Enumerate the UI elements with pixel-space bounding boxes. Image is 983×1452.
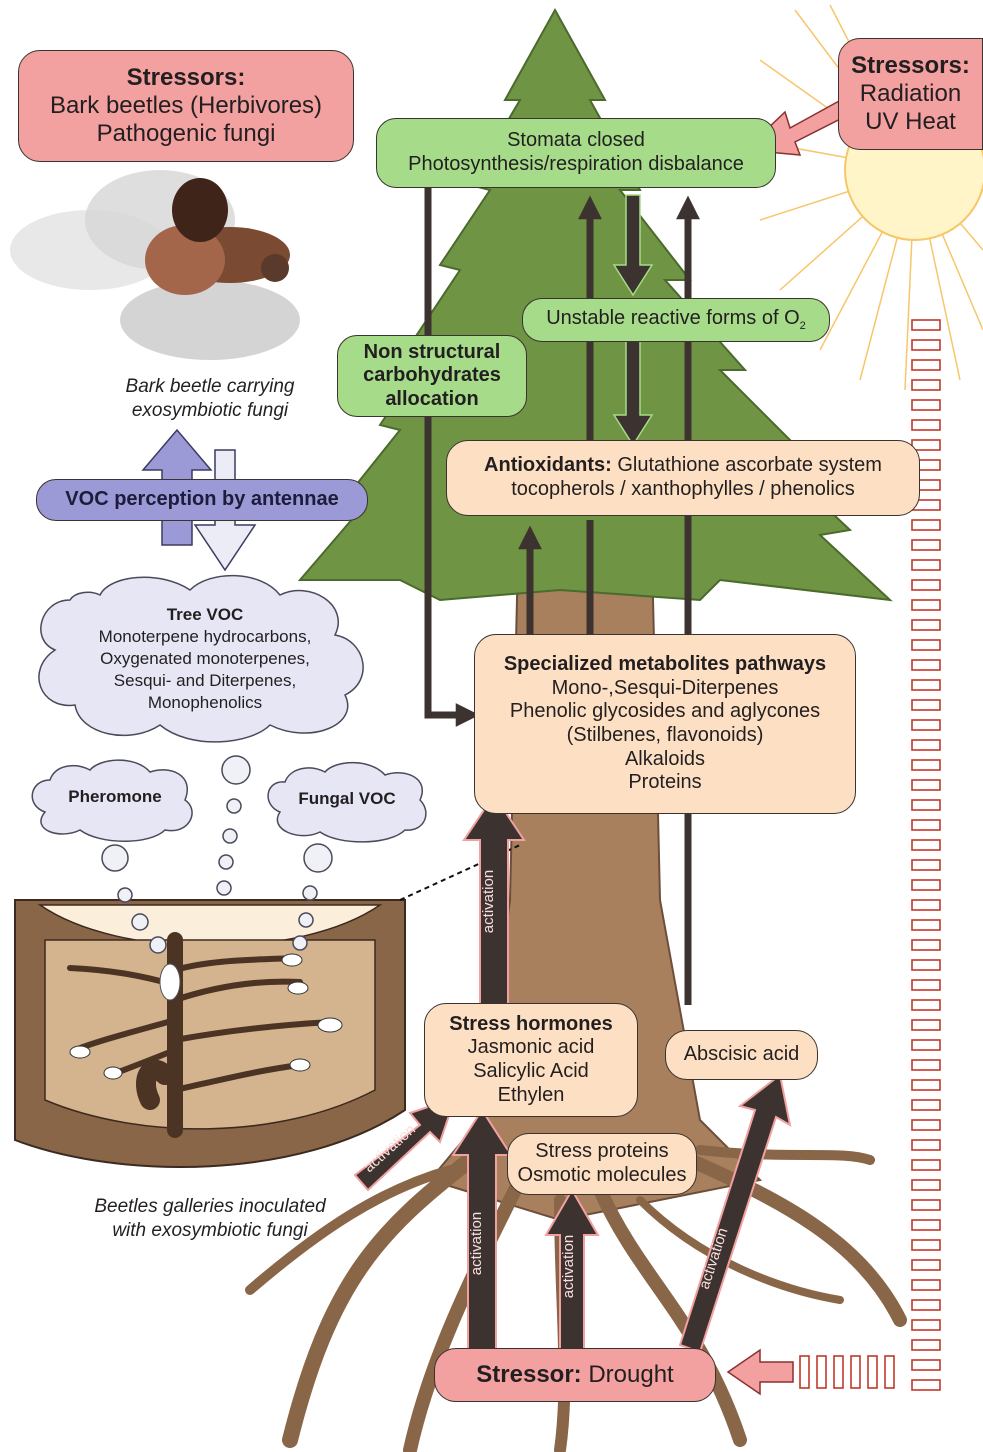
pheromone-label: Pheromone — [68, 787, 162, 806]
galleries-caption-line1: Beetles galleries inoculated — [94, 1196, 326, 1217]
stress-hormones-title: Stress hormones — [449, 1012, 613, 1035]
drought-input-arrow — [726, 1348, 794, 1396]
voc-perception-box: VOC perception by antennae — [36, 479, 368, 521]
abiotic-stressors-line2: UV Heat — [865, 108, 956, 136]
hormone-item: Jasmonic acid — [467, 1036, 595, 1059]
bubbles — [101, 755, 333, 954]
carbohydrates-box: Non structural carbohydrates allocation — [337, 335, 527, 417]
metabolite-item: Alkaloids — [624, 747, 706, 770]
antioxidants-line1: Glutathione ascorbate system — [611, 454, 882, 477]
tree-voc-item: Sesqui- and Diterpenes, — [113, 671, 297, 691]
biotic-stressors-title: Stressors: — [126, 63, 246, 91]
biotic-stressors-line1: Bark beetles (Herbivores) — [49, 91, 323, 119]
voc-perception-label: VOC perception by antennae — [65, 488, 339, 511]
bark-beetle-icon — [10, 170, 300, 360]
tree-voc-item: Monoterpene hydrocarbons, — [98, 627, 312, 647]
drought-label: Drought — [581, 1360, 674, 1388]
ros-box: Unstable reactive forms of O2 — [522, 298, 830, 342]
tree-voc-title: Tree VOC — [166, 605, 244, 624]
biotic-stressors-box: Stressors: Bark beetles (Herbivores) Pat… — [18, 50, 354, 162]
antioxidants-title: Antioxidants: — [484, 454, 612, 477]
tree-voc-item: Monophenolics — [147, 693, 263, 713]
activation-arrows — [353, 793, 792, 1354]
stress-proteins-box: Stress proteins Osmotic molecules — [507, 1133, 697, 1195]
antioxidants-line2: tocopherols / xanthophylles / phenolics — [511, 478, 855, 500]
ros-subscript: 2 — [799, 320, 806, 333]
stomata-box: Stomata closed Photosynthesis/respiratio… — [376, 118, 776, 188]
tree-voc-item: Oxygenated monoterpenes, — [100, 649, 310, 669]
abiotic-stressors-line1: Radiation — [859, 79, 962, 107]
scale-bar-icon — [799, 319, 941, 1391]
ros-arrows — [612, 194, 654, 447]
gallery-block — [14, 844, 521, 1169]
metabolite-item: (Stilbenes, flavonoids) — [566, 724, 764, 746]
drought-stressor-box: Stressor: Drought — [434, 1348, 716, 1402]
carbohydrates-line1: Non structural — [363, 340, 501, 363]
stress-proteins-line1: Stress proteins — [535, 1140, 669, 1163]
stomata-line2: Photosynthesis/respiration disbalance — [408, 153, 744, 175]
fungal-voc-label: Fungal VOC — [298, 789, 396, 808]
galleries-caption-line2: with exosymbiotic fungi — [112, 1219, 308, 1241]
metabolites-title: Specialized metabolites pathways — [503, 653, 827, 676]
tree-voc-cloud — [38, 574, 364, 743]
biotic-stressors-line2: Pathogenic fungi — [96, 120, 276, 148]
beetle-caption: Bark beetle carrying exosymbiotic fungi — [90, 375, 330, 423]
stress-proteins-line2: Osmotic molecules — [517, 1164, 687, 1186]
carbohydrates-line3: allocation — [385, 387, 479, 410]
drought-title: Stressor: — [476, 1360, 582, 1388]
hormone-item: Salicylic Acid — [473, 1060, 589, 1082]
ros-text: Unstable reactive forms of O — [546, 307, 800, 330]
stress-hormones-box: Stress hormones Jasmonic acid Salicylic … — [424, 1003, 638, 1117]
abiotic-stressors-box: Stressors: Radiation UV Heat — [838, 38, 983, 150]
abscisic-acid-label: Abscisic acid — [683, 1043, 800, 1066]
hormone-item: Ethylen — [497, 1083, 565, 1106]
fungal-voc-cloud — [267, 761, 427, 843]
carbohydrates-line2: carbohydrates — [363, 364, 501, 387]
stomata-line1: Stomata closed — [507, 129, 645, 152]
antioxidants-box: Antioxidants: Glutathione ascorbate syst… — [446, 440, 920, 516]
metabolite-item: Phenolic glycosides and aglycones — [509, 700, 821, 723]
galleries-caption: Beetles galleries inoculated with exosym… — [50, 1195, 370, 1243]
activation-label: activation — [480, 869, 498, 934]
pheromone-cloud — [31, 759, 193, 842]
activation-label: activation — [468, 1211, 486, 1276]
larva-icon — [69, 953, 343, 1080]
abiotic-stressors-title: Stressors: — [851, 51, 970, 79]
metabolite-item: Mono-,Sesqui-Diterpenes — [551, 676, 779, 699]
beetle-caption-line1: Bark beetle carrying — [125, 376, 295, 397]
tree-voc-text: Tree VOC Monoterpene hydrocarbons, Oxyge… — [60, 604, 350, 714]
activation-label: activation — [560, 1234, 578, 1299]
metabolite-item: Proteins — [628, 771, 702, 794]
metabolites-box: Specialized metabolites pathways Mono-,S… — [474, 634, 856, 814]
beetle-caption-line2: exosymbiotic fungi — [131, 399, 289, 421]
abscisic-acid-box: Abscisic acid — [665, 1030, 818, 1080]
